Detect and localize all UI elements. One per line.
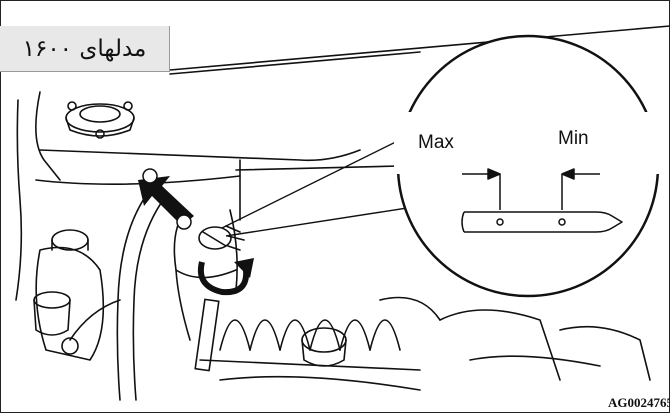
figure-code: AG0024765 (608, 395, 670, 410)
magnifier-circle-icon (394, 34, 668, 298)
rotate-arrow-icon (198, 258, 254, 296)
max-label: Max (418, 132, 454, 153)
min-label: Min (558, 128, 589, 149)
arrow-up-left-icon (138, 168, 194, 230)
model-label: مدلهای ۱۶۰۰ (0, 26, 170, 72)
